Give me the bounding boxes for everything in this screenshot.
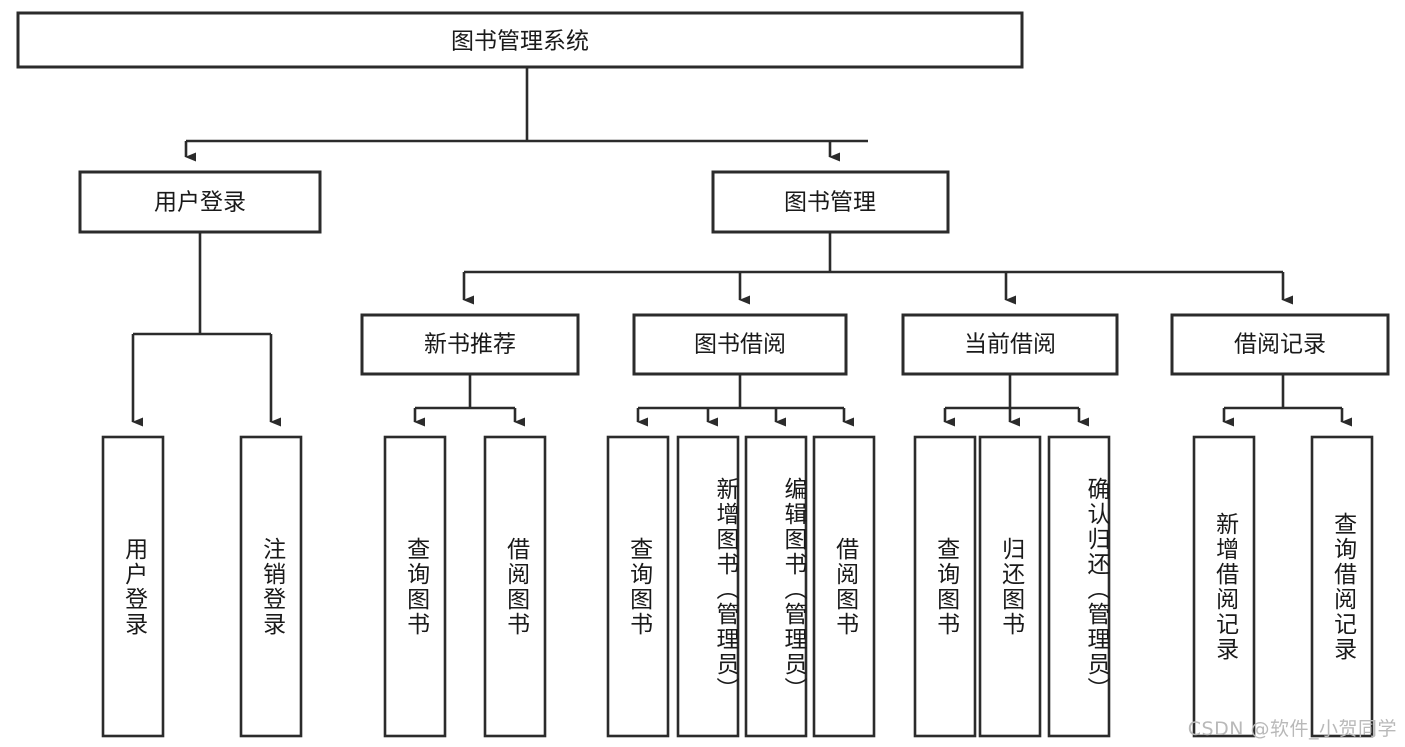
node-book-management-label: 图书管理 (784, 190, 876, 216)
leaf-box-user-login-0[interactable] (101, 435, 165, 738)
edge-bookmgmt-children (462, 232, 1293, 305)
leaf-box-borrow-record-1[interactable] (1310, 435, 1374, 738)
edge-currentborrow-children (943, 374, 1089, 427)
node-current-borrow-label: 当前借阅 (964, 332, 1056, 358)
edge-userlogin-children (131, 232, 281, 427)
node-root-label: 图书管理系统 (451, 29, 589, 55)
node-book-borrow-label: 图书借阅 (694, 332, 786, 358)
leaf-box-book-borrow-1[interactable] (676, 435, 740, 738)
edge-root-to-bus (184, 67, 868, 162)
leaf-box-user-login-1[interactable] (239, 435, 303, 738)
leaf-box-new-book-0[interactable] (383, 435, 447, 738)
csdn-watermark: CSDN @软件_小贺同学 (1187, 718, 1397, 740)
leaf-box-new-book-1[interactable] (483, 435, 547, 738)
node-book-management[interactable]: 图书管理 (711, 170, 950, 234)
leaf-box-current-borrow-2[interactable] (1047, 435, 1111, 738)
node-book-borrow[interactable]: 图书借阅 (632, 313, 848, 376)
leaf-box-current-borrow-0[interactable] (913, 435, 977, 738)
node-borrow-record-label: 借阅记录 (1234, 332, 1326, 358)
node-user-login[interactable]: 用户登录 (78, 170, 322, 234)
leaf-box-book-borrow-2[interactable] (744, 435, 808, 738)
edge-bookborrow-children (636, 374, 854, 427)
node-new-book-recommend[interactable]: 新书推荐 (360, 313, 580, 376)
edge-newbook-children (413, 374, 525, 427)
edge-borrowrecord-children (1222, 374, 1352, 427)
node-user-login-label: 用户登录 (154, 190, 246, 216)
node-root[interactable]: 图书管理系统 (16, 11, 1024, 69)
node-borrow-record[interactable]: 借阅记录 (1170, 313, 1390, 376)
leaf-box-borrow-record-0[interactable] (1192, 435, 1256, 738)
leaf-box-book-borrow-0[interactable] (606, 435, 670, 738)
leaf-box-current-borrow-1[interactable] (978, 435, 1042, 738)
node-current-borrow[interactable]: 当前借阅 (901, 313, 1119, 376)
leaf-box-book-borrow-3[interactable] (812, 435, 876, 738)
node-new-book-recommend-label: 新书推荐 (424, 332, 516, 358)
